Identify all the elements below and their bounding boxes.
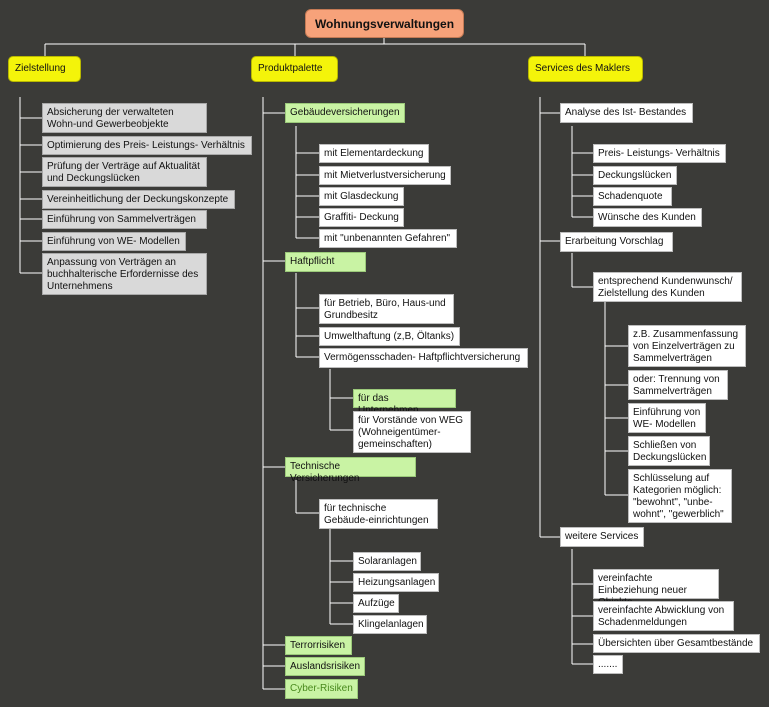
- weitere-item[interactable]: Übersichten über Gesamtbestände: [593, 634, 760, 653]
- produktpalette-node[interactable]: Produktpalette: [251, 56, 338, 82]
- gebaeude-item[interactable]: Graffiti- Deckung: [319, 208, 404, 227]
- analyse-node[interactable]: Analyse des Ist- Bestandes: [560, 103, 693, 123]
- ziel-item[interactable]: Absicherung der verwalteten Wohn-und Gew…: [42, 103, 207, 133]
- gebaeude-item[interactable]: mit Glasdeckung: [319, 187, 404, 206]
- ziel-item[interactable]: Anpassung von Verträgen an buchhalterisc…: [42, 253, 207, 295]
- weitere-item[interactable]: vereinfachte Abwicklung von Schadenmeldu…: [593, 601, 734, 631]
- ziel-item[interactable]: Optimierung des Preis- Leistungs- Verhäl…: [42, 136, 252, 155]
- zielstellung-node[interactable]: Zielstellung: [8, 56, 81, 82]
- ziel-item[interactable]: Einführung von WE- Modellen: [42, 232, 186, 251]
- weitere-item[interactable]: vereinfachte Einbeziehung neuer Objekte: [593, 569, 719, 608]
- vermoegen-item[interactable]: für das Unternehmen: [353, 389, 456, 416]
- technisch-item[interactable]: Solaranlagen: [353, 552, 421, 571]
- ziel-item[interactable]: Prüfung der Verträge auf Aktualität und …: [42, 157, 207, 187]
- vermoegen-item[interactable]: für Vorstände von WEG (Wohneigentümer-ge…: [353, 411, 471, 453]
- vorschlag-item[interactable]: Schlüsselung auf Kategorien möglich: "be…: [628, 469, 732, 523]
- vorschlag-sub-node[interactable]: entsprechend Kundenwunsch/ Zielstellung …: [593, 272, 742, 302]
- vorschlag-item[interactable]: z.B. Zusammenfassung von Einzelverträgen…: [628, 325, 746, 367]
- gebaeude-item[interactable]: mit Mietverlustversicherung: [319, 166, 451, 185]
- technisch-node[interactable]: Technische Versicherungen: [285, 457, 416, 484]
- haftpflicht-item[interactable]: Umwelthaftung (z,B, Öltanks): [319, 327, 460, 346]
- analyse-item[interactable]: Preis- Leistungs- Verhältnis: [593, 144, 726, 163]
- services-node[interactable]: Services des Maklers: [528, 56, 643, 82]
- haftpflicht-node[interactable]: Haftpflicht: [285, 252, 366, 272]
- weitere-item[interactable]: .......: [593, 655, 623, 674]
- technisch-sub-node[interactable]: für technische Gebäude-einrichtungen: [319, 499, 438, 529]
- haftpflicht-item[interactable]: Vermögensschaden- Haftpflichtversicherun…: [319, 348, 528, 368]
- vorschlag-item[interactable]: Schließen von Deckungslücken: [628, 436, 710, 466]
- gebaeude-item[interactable]: mit Elementardeckung: [319, 144, 429, 163]
- analyse-item[interactable]: Wünsche des Kunden: [593, 208, 702, 227]
- gebaeude-node[interactable]: Gebäudeversicherungen: [285, 103, 405, 123]
- ziel-item[interactable]: Vereinheitlichung der Deckungskonzepte: [42, 190, 235, 209]
- vorschlag-item[interactable]: Einführung von WE- Modellen: [628, 403, 706, 433]
- analyse-item[interactable]: Schadenquote: [593, 187, 672, 206]
- haftpflicht-item[interactable]: für Betrieb, Büro, Haus-und Grundbesitz: [319, 294, 454, 324]
- vorschlag-item[interactable]: oder: Trennung von Sammelverträgen: [628, 370, 728, 400]
- terror-node[interactable]: Terrorrisiken: [285, 636, 352, 655]
- root-node[interactable]: Wohnungsverwaltungen: [305, 9, 464, 38]
- cyber-node[interactable]: Cyber-Risiken: [285, 679, 358, 699]
- technisch-item[interactable]: Klingelanlagen: [353, 615, 427, 634]
- analyse-item[interactable]: Deckungslücken: [593, 166, 677, 185]
- weitere-node[interactable]: weitere Services: [560, 527, 644, 547]
- ausland-node[interactable]: Auslandsrisiken: [285, 657, 365, 676]
- ziel-item[interactable]: Einführung von Sammelverträgen: [42, 210, 207, 229]
- technisch-item[interactable]: Aufzüge: [353, 594, 399, 613]
- technisch-item[interactable]: Heizungsanlagen: [353, 573, 439, 592]
- vorschlag-node[interactable]: Erarbeitung Vorschlag: [560, 232, 673, 252]
- gebaeude-item[interactable]: mit "unbenannten Gefahren": [319, 229, 457, 248]
